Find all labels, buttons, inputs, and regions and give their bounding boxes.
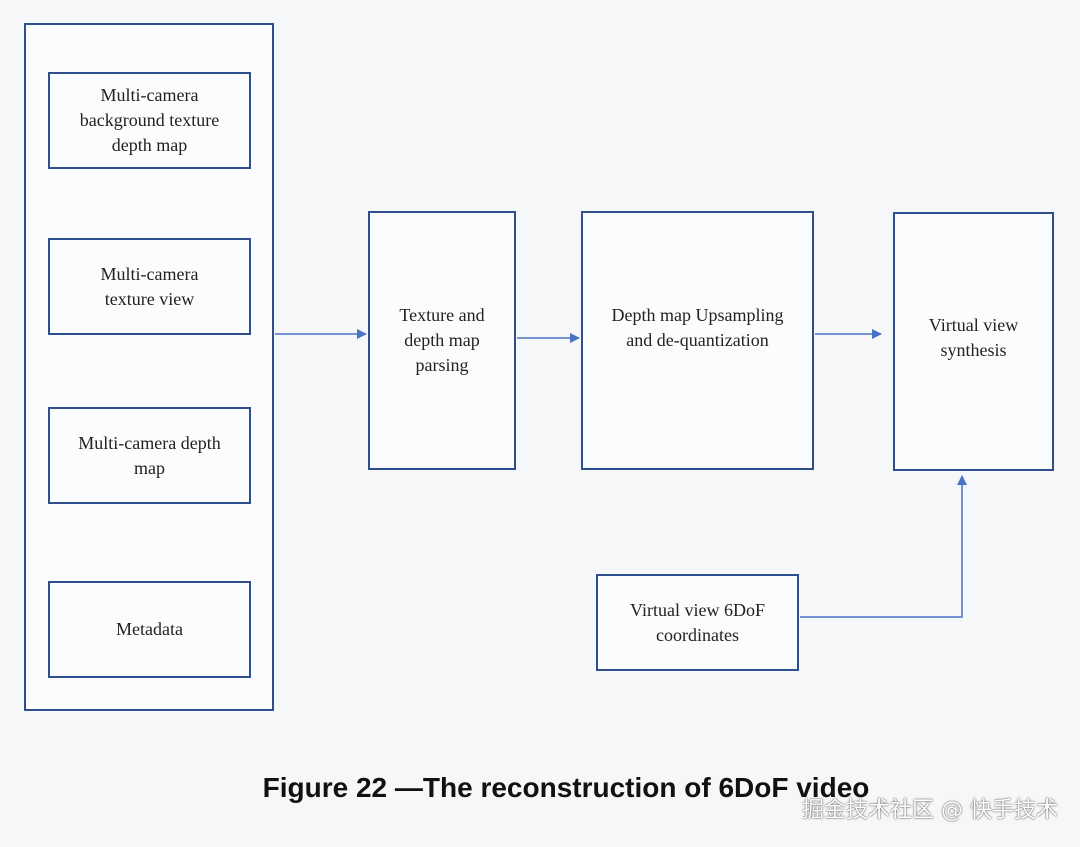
- input-item-background-depth: Multi-camera background texture depth ma…: [48, 72, 251, 169]
- coordinates-box: Virtual view 6DoF coordinates: [596, 574, 799, 671]
- arrow-coordinates-to-synthesis: [800, 475, 967, 618]
- watermark: 掘金技术社区 @ 快手技术: [802, 798, 1058, 823]
- synthesis-box: Virtual view synthesis: [893, 212, 1054, 471]
- input-item-metadata: Metadata: [48, 581, 251, 678]
- upsampling-box: Depth map Upsampling and de-quantization: [581, 211, 814, 470]
- input-item-depth-map: Multi-camera depth map: [48, 407, 251, 504]
- parsing-box: Texture and depth map parsing: [368, 211, 516, 470]
- figure-caption: Figure 22 —The reconstruction of 6DoF vi…: [262, 772, 870, 803]
- input-item-texture-view: Multi-camera texture view: [48, 238, 251, 335]
